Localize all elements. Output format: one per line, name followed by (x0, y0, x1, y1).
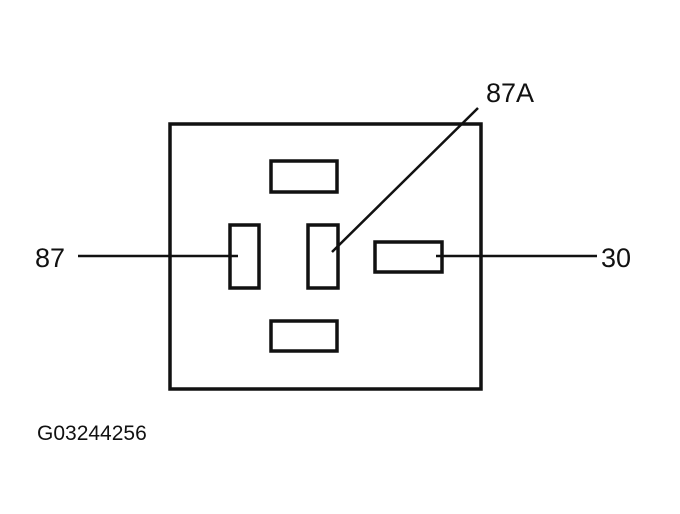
label-87: 87 (35, 243, 66, 273)
terminal-bottom (269, 319, 339, 353)
terminal-top (269, 159, 339, 194)
label-30: 30 (601, 243, 632, 273)
figure-id: G03244256 (37, 422, 147, 445)
leader-line-87a (331, 107, 479, 253)
terminal-87a (306, 223, 340, 290)
label-87a: 87A (486, 78, 535, 108)
terminal-30 (373, 240, 444, 274)
